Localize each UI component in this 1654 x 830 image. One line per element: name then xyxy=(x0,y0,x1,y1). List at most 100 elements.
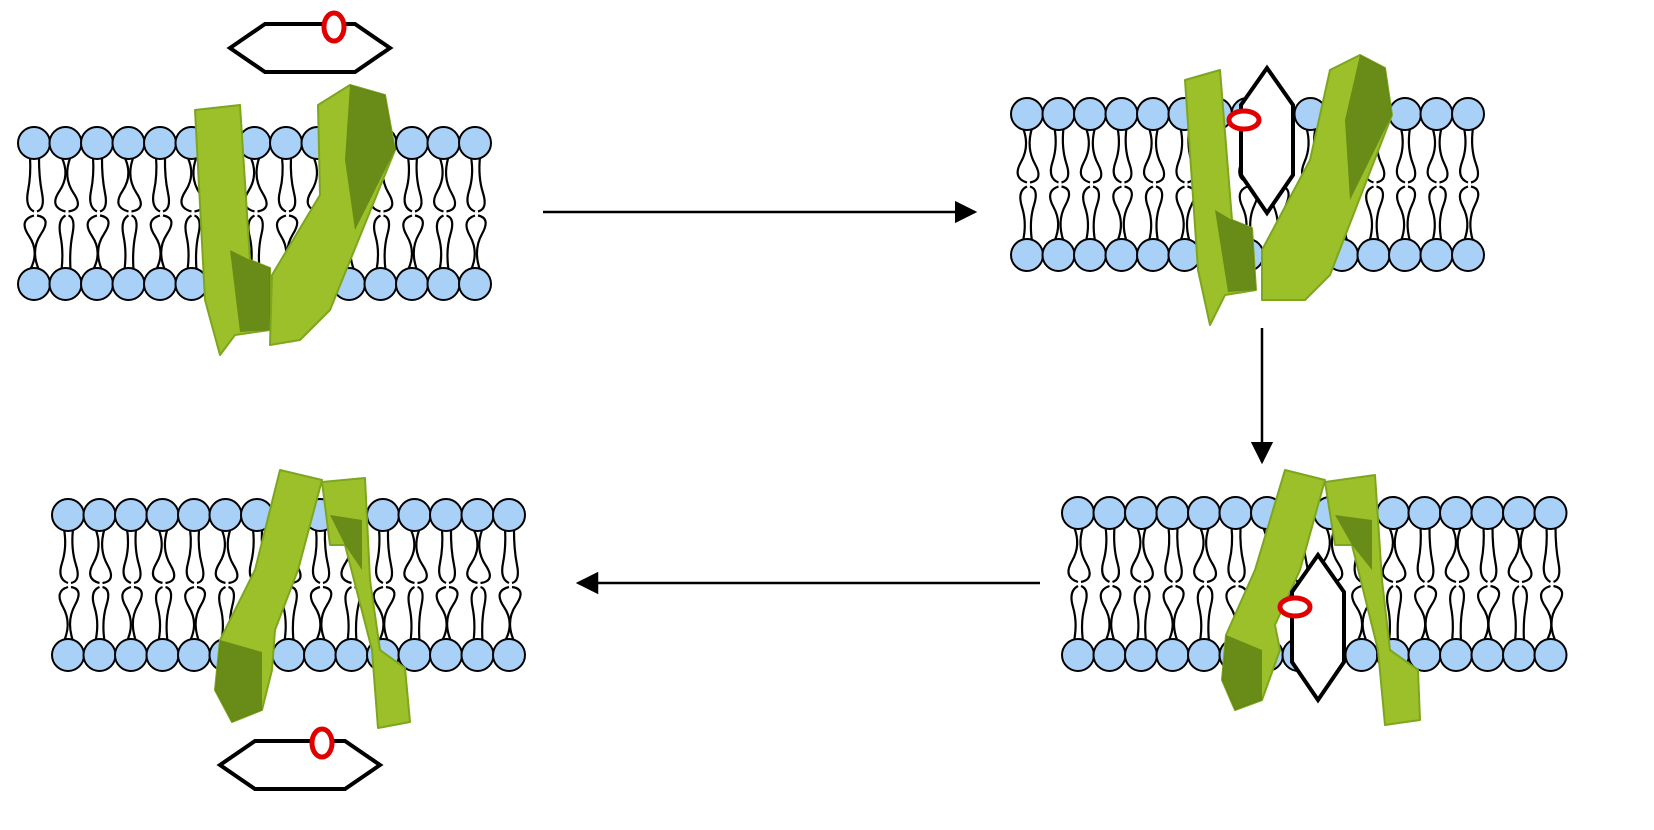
lipid-tail xyxy=(508,585,522,642)
lipid-tail xyxy=(184,214,193,271)
lipid-tail xyxy=(33,214,47,271)
lipid-tail xyxy=(1164,526,1174,583)
lipid-head xyxy=(426,267,461,301)
lipid-head xyxy=(1104,238,1139,272)
lipid-tail xyxy=(1133,585,1142,642)
lipid-head xyxy=(1451,238,1485,272)
lipid-tail xyxy=(59,528,69,585)
lipid-tail xyxy=(306,156,319,213)
lipid-tail xyxy=(1512,585,1520,642)
lipid-head xyxy=(429,638,463,672)
protein-helix-right-shade xyxy=(330,515,362,570)
lipid-tail xyxy=(163,528,176,585)
lipid-head xyxy=(1187,638,1221,672)
lipid-head xyxy=(48,126,83,160)
lipid-tail xyxy=(1144,185,1154,242)
lipid-tail xyxy=(1351,584,1364,642)
protein-helix-left-shade xyxy=(215,640,262,722)
lipid-tail xyxy=(184,585,196,642)
transporter-protein xyxy=(214,469,411,729)
lipid-tail xyxy=(383,585,396,642)
lipid-tail xyxy=(480,585,487,642)
lipid-head xyxy=(1439,496,1473,530)
lipid-tail xyxy=(36,156,44,213)
lipid-tail xyxy=(26,156,35,213)
lipid-tail xyxy=(1438,127,1449,184)
lipid-tail xyxy=(86,214,99,271)
protein-helix-left-shade xyxy=(1215,210,1256,292)
lipid-head xyxy=(177,498,211,532)
substrate-hexagon xyxy=(1290,551,1346,704)
lipid-tail xyxy=(1142,127,1154,184)
lipid-head xyxy=(458,267,492,301)
lipid-head xyxy=(17,267,51,301)
lipid-tail xyxy=(1099,584,1111,642)
lipid-head xyxy=(1136,97,1170,131)
lipid-tail xyxy=(1330,526,1344,584)
substrate xyxy=(216,726,384,791)
lipid-head xyxy=(269,126,303,160)
lipid-tail xyxy=(1122,185,1133,242)
lipid-head xyxy=(460,498,495,532)
lipid-tail xyxy=(1124,127,1133,184)
lipid-tail xyxy=(133,528,142,585)
lipid-head xyxy=(1010,238,1044,272)
lipid-tail xyxy=(498,585,511,642)
lipid-tail xyxy=(466,156,476,213)
substrate xyxy=(226,10,394,74)
lipid-tail xyxy=(131,214,138,271)
lipid-tail xyxy=(154,585,164,642)
lipid-tail xyxy=(470,586,479,642)
lipid-head xyxy=(334,638,369,672)
lipid-tail xyxy=(501,528,510,585)
lipid-tail xyxy=(344,586,353,642)
lipid-tail xyxy=(465,214,476,271)
lipid-tail xyxy=(1490,526,1498,584)
lipid-head xyxy=(48,267,83,301)
lipid-head xyxy=(458,126,492,160)
lipid-head xyxy=(1073,97,1107,131)
oxygen-marker xyxy=(321,10,347,44)
lipid-head xyxy=(366,498,400,532)
lipid-head xyxy=(1061,496,1095,530)
lipid-tail xyxy=(1395,584,1403,642)
lipid-tail xyxy=(121,214,130,271)
lipid-tail xyxy=(89,156,98,213)
lipid-tail xyxy=(1112,526,1121,584)
lipid-tail xyxy=(446,214,454,271)
lipid-tail xyxy=(151,156,161,213)
lipid-tail xyxy=(1092,185,1101,242)
lipid-tail xyxy=(1110,584,1122,642)
substrate-hexagon xyxy=(226,22,394,74)
lipid-head xyxy=(82,498,117,532)
lipid-tail xyxy=(1048,185,1060,242)
lipid-tail xyxy=(1130,526,1142,584)
lipid-tail xyxy=(1079,526,1091,584)
lipid-tail xyxy=(1154,127,1166,184)
lipid-head xyxy=(1470,496,1505,530)
protein-helix-right-shade xyxy=(1345,55,1392,200)
lipid-tail xyxy=(311,528,321,585)
lipid-tail xyxy=(373,214,382,271)
lipid-tail xyxy=(477,156,486,213)
lipid-tail xyxy=(1142,526,1154,584)
lipid-head xyxy=(1155,496,1190,530)
substrate-hexagon xyxy=(216,739,384,791)
lipid-tail xyxy=(160,214,173,271)
lipid-tail xyxy=(1196,585,1205,642)
lipid-head xyxy=(1376,496,1410,530)
oxygen-marker xyxy=(309,726,335,760)
lipid-head xyxy=(145,638,180,672)
lipid-tail xyxy=(1082,185,1091,242)
lipid-tail xyxy=(1206,584,1214,642)
panel-2 xyxy=(1010,54,1485,326)
lipid-tail xyxy=(196,528,205,585)
lipid-tail xyxy=(403,528,416,585)
lipid-head xyxy=(1344,638,1379,672)
lipid-tail xyxy=(1385,585,1394,642)
lipid-tail xyxy=(149,214,162,271)
lipid-tail xyxy=(475,214,487,271)
lipid-tail xyxy=(1479,526,1489,583)
